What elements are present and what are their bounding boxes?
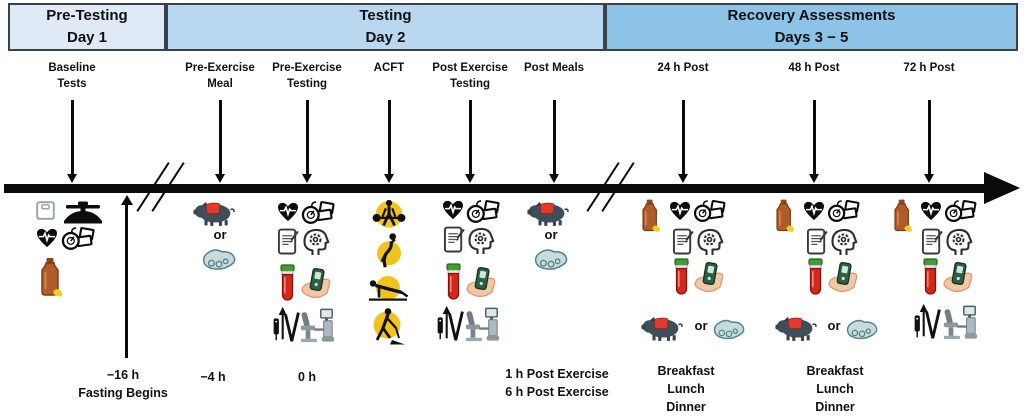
event-label-72h-post: 72 h Post xyxy=(903,62,955,74)
fasting-time-label: −16 h xyxy=(106,368,140,382)
timeline-arrowhead-icon xyxy=(984,172,1020,204)
cognitive-test-icon xyxy=(946,227,973,256)
event-label-pre-exercise-testing: Pre-Exercise Testing xyxy=(272,62,342,91)
heart-rate-ecg-icon xyxy=(277,202,299,222)
meals-label-48h: Breakfast Lunch Dinner xyxy=(806,364,864,415)
acft-push-up-icon xyxy=(366,274,410,304)
event-arrow-pre-meal xyxy=(219,100,222,174)
meals-label-24h: Breakfast Lunch Dinner xyxy=(657,364,715,415)
blood-sample-icon xyxy=(279,264,296,302)
questionnaire-icon xyxy=(443,226,466,253)
blood-pressure-icon xyxy=(827,199,861,223)
glucose-meter-icon xyxy=(941,261,975,293)
glucose-meter-icon xyxy=(826,261,860,293)
cognitive-test-icon xyxy=(303,227,330,256)
event-label-post-exercise-testing: Post Exercise Testing xyxy=(432,62,508,91)
time-label-minus-4h: −4 h xyxy=(200,370,226,384)
questionnaire-icon xyxy=(921,228,944,255)
isokinetic-dynamometer-icon xyxy=(463,306,501,343)
event-arrow-acft xyxy=(388,100,391,174)
pork-meal-icon xyxy=(774,312,822,341)
blood-sample-icon xyxy=(922,258,939,296)
body-composition-scanner-icon xyxy=(62,201,104,224)
event-label-acft: ACFT xyxy=(373,62,405,74)
heart-rate-ecg-icon xyxy=(803,201,825,221)
acft-deadlift-icon xyxy=(368,197,410,230)
glucose-meter-icon xyxy=(464,266,498,298)
pork-meal-icon xyxy=(192,197,240,226)
event-label-24h-post: 24 h Post xyxy=(657,62,709,74)
muscle-stimulation-icon xyxy=(436,304,465,344)
event-label-post-meals: Post Meals xyxy=(523,62,585,74)
fasting-caption-label: Fasting Begins xyxy=(78,386,168,400)
blood-sample-icon xyxy=(807,258,824,296)
phase-box-testing: Testing Day 2 xyxy=(166,3,605,51)
muscle-stimulation-icon xyxy=(272,305,301,345)
urine-sample-icon xyxy=(36,256,66,298)
plant-based-meal-icon xyxy=(201,245,237,272)
acft-sprint-drag-carry-icon xyxy=(368,306,408,348)
event-arrow-pre-testing xyxy=(306,100,309,174)
blood-pressure-icon xyxy=(944,199,978,223)
isokinetic-dynamometer-icon xyxy=(941,304,979,341)
fasting-begins-arrow xyxy=(125,205,128,358)
blood-pressure-icon xyxy=(693,199,727,223)
event-label-baseline-tests: Baseline Tests xyxy=(48,62,96,91)
cognitive-test-icon xyxy=(831,227,858,256)
event-arrow-post-meals xyxy=(553,100,556,174)
cognitive-test-icon xyxy=(468,226,495,255)
event-label-pre-exercise-meal: Pre-Exercise Meal xyxy=(185,62,255,91)
pork-meal-icon xyxy=(526,197,574,226)
heart-rate-ecg-icon xyxy=(669,201,691,221)
glucose-meter-icon xyxy=(299,267,333,299)
phase-box-pre-testing: Pre-Testing Day 1 xyxy=(8,3,166,51)
plant-based-meal-icon xyxy=(533,245,569,272)
questionnaire-icon xyxy=(672,228,695,255)
event-arrow-24h xyxy=(682,100,685,174)
body-mass-scale-icon xyxy=(35,200,56,221)
plant-based-meal-icon xyxy=(712,316,746,341)
pork-meal-icon xyxy=(640,312,688,341)
urine-sample-icon xyxy=(638,198,663,233)
or-label: or xyxy=(827,318,841,333)
isokinetic-dynamometer-icon xyxy=(298,307,336,344)
event-label-48h-post: 48 h Post xyxy=(788,62,840,74)
blood-pressure-icon xyxy=(301,200,336,225)
acft-power-throw-icon xyxy=(373,232,405,269)
questionnaire-icon xyxy=(277,228,300,255)
event-arrow-48h xyxy=(813,100,816,174)
heart-rate-ecg-icon xyxy=(442,200,464,220)
timeline-bar xyxy=(4,184,986,193)
event-arrow-post-testing xyxy=(469,100,472,174)
glucose-meter-icon xyxy=(692,261,726,293)
or-label: or xyxy=(694,318,708,333)
heart-rate-ecg-icon xyxy=(36,228,58,248)
or-label: or xyxy=(213,227,227,242)
blood-pressure-icon xyxy=(61,226,96,251)
heart-rate-ecg-icon xyxy=(920,201,942,221)
time-label-0h: 0 h xyxy=(297,370,317,384)
blood-pressure-icon xyxy=(466,199,501,224)
phase-box-recovery: Recovery Assessments Days 3 − 5 xyxy=(605,3,1018,51)
event-arrow-72h xyxy=(928,100,931,174)
urine-sample-icon xyxy=(772,198,797,233)
urine-sample-icon xyxy=(890,198,915,233)
questionnaire-icon xyxy=(806,228,829,255)
blood-sample-icon xyxy=(673,258,690,296)
event-arrow-baseline xyxy=(71,100,74,174)
plant-based-meal-icon xyxy=(845,316,879,341)
cognitive-test-icon xyxy=(697,227,724,256)
time-label-post-exercise: 1 h Post Exercise 6 h Post Exercise xyxy=(505,367,609,400)
muscle-stimulation-icon xyxy=(913,302,942,342)
blood-sample-icon xyxy=(445,263,462,301)
or-label: or xyxy=(544,227,558,242)
